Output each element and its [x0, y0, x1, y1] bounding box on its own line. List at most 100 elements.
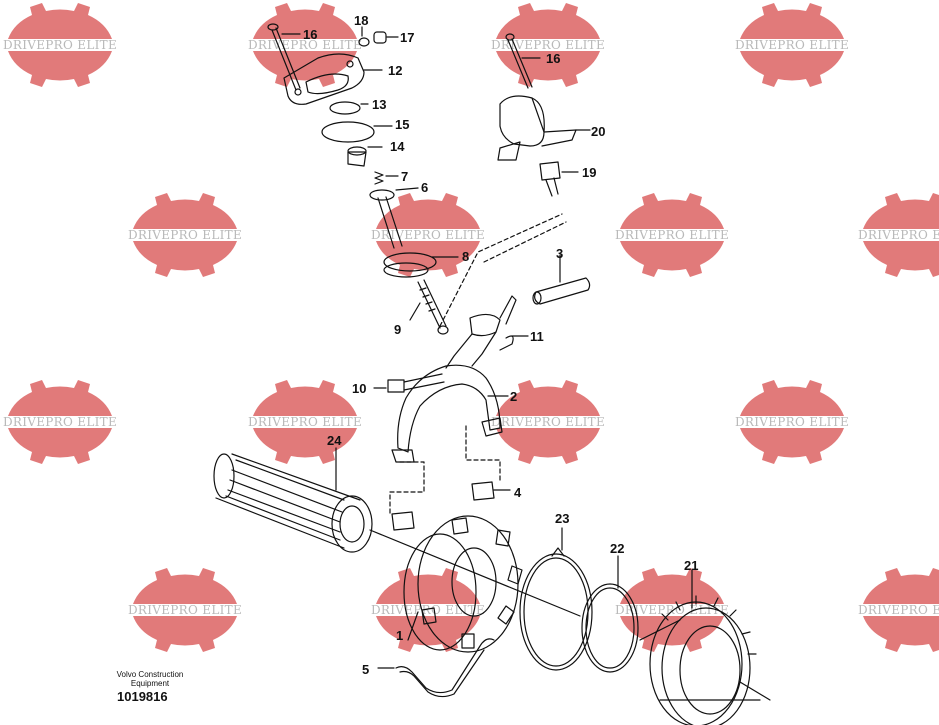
gear-icon: [863, 616, 939, 652]
watermark-logo: DRIVEPRO ELITE: [248, 3, 362, 87]
gear-icon: [133, 193, 237, 229]
sensor-19: [539, 161, 579, 197]
callout-18: 18: [354, 13, 368, 28]
gear-icon: [620, 241, 724, 277]
snap-ring-23: [519, 527, 593, 671]
gear-icon: [133, 241, 237, 277]
gear-icon: [740, 380, 844, 416]
gear-icon: [253, 51, 357, 87]
gear-icon: [133, 568, 237, 604]
callout-11: 11: [530, 329, 544, 344]
callout-23: 23: [555, 511, 569, 526]
gear-icon: [863, 241, 939, 277]
gear-icon: [740, 428, 844, 464]
watermark-text: DRIVEPRO ELITE: [491, 38, 605, 52]
dashed-guides: [389, 213, 567, 515]
gear-icon: [863, 193, 939, 229]
watermark-text: DRIVEPRO ELITE: [3, 38, 117, 52]
gear-icon: [863, 568, 939, 604]
callout-13: 13: [372, 97, 386, 112]
watermark-text: DRIVEPRO ELITE: [491, 415, 605, 429]
watermark-text: DRIVEPRO ELITE: [3, 415, 117, 429]
watermark-text: DRIVEPRO ELITE: [128, 603, 242, 617]
watermark-logo: DRIVEPRO ELITE: [371, 193, 485, 277]
pin-11: [499, 335, 529, 351]
callout-4: 4: [514, 485, 522, 500]
ring-22: [581, 555, 639, 673]
drawing-number: 1019816: [117, 689, 168, 704]
shift-fork-2: [391, 295, 517, 463]
watermark-text: DRIVEPRO ELITE: [128, 228, 242, 242]
watermark-logo: DRIVEPRO ELITE: [128, 568, 242, 652]
callout-16: 16: [546, 51, 560, 66]
cover-plate-12: [283, 53, 383, 105]
callout-16: 16: [303, 27, 317, 42]
watermark-layer: DRIVEPRO ELITE DRIVEPRO ELITE DRIVEPRO ELI…: [3, 3, 939, 652]
bracket-20: [497, 95, 591, 161]
gear-icon: [740, 51, 844, 87]
watermark-text: DRIVEPRO ELITE: [858, 603, 939, 617]
callout-3: 3: [556, 246, 563, 261]
washer-18: [358, 26, 370, 47]
gear-icon: [376, 568, 480, 604]
callout-19: 19: [582, 165, 596, 180]
callout-1: 1: [396, 628, 403, 643]
watermark-text: DRIVEPRO ELITE: [735, 415, 849, 429]
shoe-4: [391, 481, 511, 531]
callout-5: 5: [362, 662, 369, 677]
bolt-16-right: [505, 33, 541, 89]
plug-14: [347, 146, 383, 167]
bolt-16-left: [267, 23, 301, 91]
watermark-logo: DRIVEPRO ELITE: [3, 380, 117, 464]
watermark-text: DRIVEPRO ELITE: [371, 603, 485, 617]
gear-icon: [8, 380, 112, 416]
watermark-text: DRIVEPRO ELITE: [735, 38, 849, 52]
callout-22: 22: [610, 541, 624, 556]
shaft-3: [532, 254, 591, 305]
gear-icon: [620, 568, 724, 604]
callout-17: 17: [400, 30, 414, 45]
gear-icon: [133, 616, 237, 652]
watermark-text: DRIVEPRO ELITE: [858, 228, 939, 242]
watermark-logo: DRIVEPRO ELITE: [615, 568, 729, 652]
company-credit: Volvo Construction Equipment: [116, 670, 184, 688]
callout-8: 8: [462, 249, 469, 264]
callout-14: 14: [390, 139, 405, 154]
sleeve-21: [639, 569, 771, 725]
callout-12: 12: [388, 63, 402, 78]
watermark-logo: DRIVEPRO ELITE: [858, 568, 939, 652]
watermark-text: DRIVEPRO ELITE: [615, 228, 729, 242]
watermark-logo: DRIVEPRO ELITE: [371, 568, 485, 652]
watermark-logo: DRIVEPRO ELITE: [735, 3, 849, 87]
callout-7: 7: [401, 169, 408, 184]
spline-shaft-24: [213, 447, 581, 617]
watermark-logo: DRIVEPRO ELITE: [248, 380, 362, 464]
watermark-logo: DRIVEPRO ELITE: [3, 3, 117, 87]
callout-2: 2: [510, 389, 517, 404]
gear-icon: [620, 193, 724, 229]
o-ring-13: [329, 101, 361, 115]
ring-15: [321, 121, 375, 143]
callout-layer: 1618171213151476893111022442322211516201…: [303, 13, 698, 677]
watermark-logo: DRIVEPRO ELITE: [491, 380, 605, 464]
gear-icon: [8, 51, 112, 87]
spring-7: [374, 171, 399, 185]
watermark-text: DRIVEPRO ELITE: [615, 603, 729, 617]
callout-24: 24: [327, 433, 342, 448]
watermark-logo: DRIVEPRO ELITE: [615, 193, 729, 277]
callout-21: 21: [684, 558, 698, 573]
gear-icon: [496, 428, 600, 464]
gear-icon: [253, 380, 357, 416]
gear-icon: [740, 3, 844, 39]
bolt-10: [373, 373, 445, 393]
callout-10: 10: [352, 381, 366, 396]
nut-17: [373, 31, 399, 44]
callout-6: 6: [421, 180, 428, 195]
watermark-logo: DRIVEPRO ELITE: [128, 193, 242, 277]
ring-8: [383, 252, 459, 278]
gear-icon: [8, 428, 112, 464]
watermark-text: DRIVEPRO ELITE: [248, 415, 362, 429]
watermark-logo: DRIVEPRO ELITE: [491, 3, 605, 87]
gear-icon: [8, 3, 112, 39]
